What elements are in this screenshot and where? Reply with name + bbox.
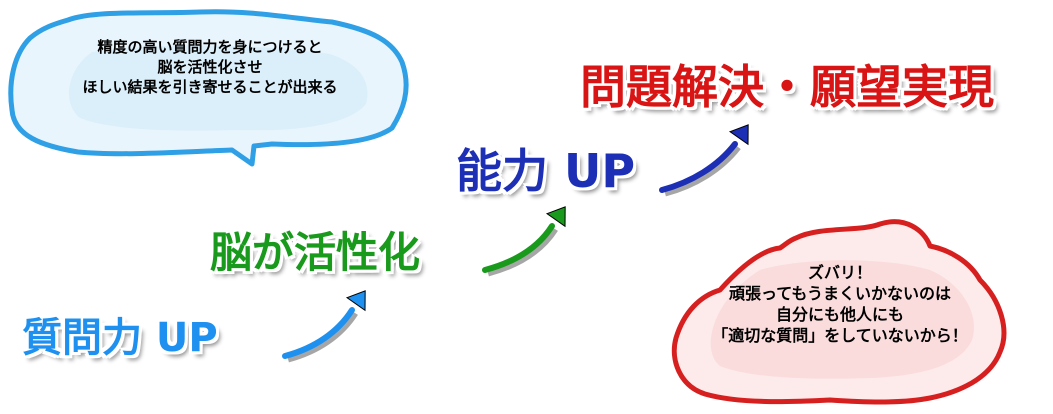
arrow-head-3 (728, 124, 749, 146)
callout-line-2: 頑張ってもうまくいかないのは (729, 284, 951, 304)
speech-bubble-line-1: 精度の高い質問力を身につけると (97, 38, 323, 56)
step-problem-solving-goal: 問題解決・願望実現 (580, 60, 994, 114)
speech-bubble-line-3: ほしい結果を引き寄せることが出来る (82, 77, 338, 96)
callout-line-4: 「適切な質問」をしていないから！ (712, 326, 968, 346)
arrow-shadow-1 (287, 311, 358, 363)
speech-bubble-inner-accent (68, 45, 368, 131)
step-brain-activation: 脳が活性化 (210, 228, 421, 277)
callout-text: ズバリ！ 頑張ってもうまくいかないのは 自分にも他人にも 「適切な質問」をしてい… (660, 262, 1020, 346)
arrow-head-1 (345, 290, 366, 312)
arrow-line-1 (282, 307, 355, 359)
arrow-shadow-3 (664, 144, 741, 197)
arrow-shadow-2 (487, 227, 558, 277)
arrow-head-2 (545, 206, 566, 228)
step-question-power-up: 質問力 UP (22, 315, 218, 361)
callout-inner-accent (710, 260, 974, 379)
callout-line-1: ズバリ！ (807, 263, 872, 282)
step-ability-up: 能力 UP (456, 144, 636, 198)
callout-line-3: 自分にも他人にも (775, 305, 904, 325)
arrow-line-3 (659, 141, 738, 193)
speech-bubble-text: 精度の高い質問力を身につけると 脳を活性化させ ほしい結果を引き寄せることが出来… (0, 38, 420, 97)
speech-bubble-line-2: 脳を活性化させ (157, 57, 263, 76)
arrow-line-2 (482, 223, 555, 273)
